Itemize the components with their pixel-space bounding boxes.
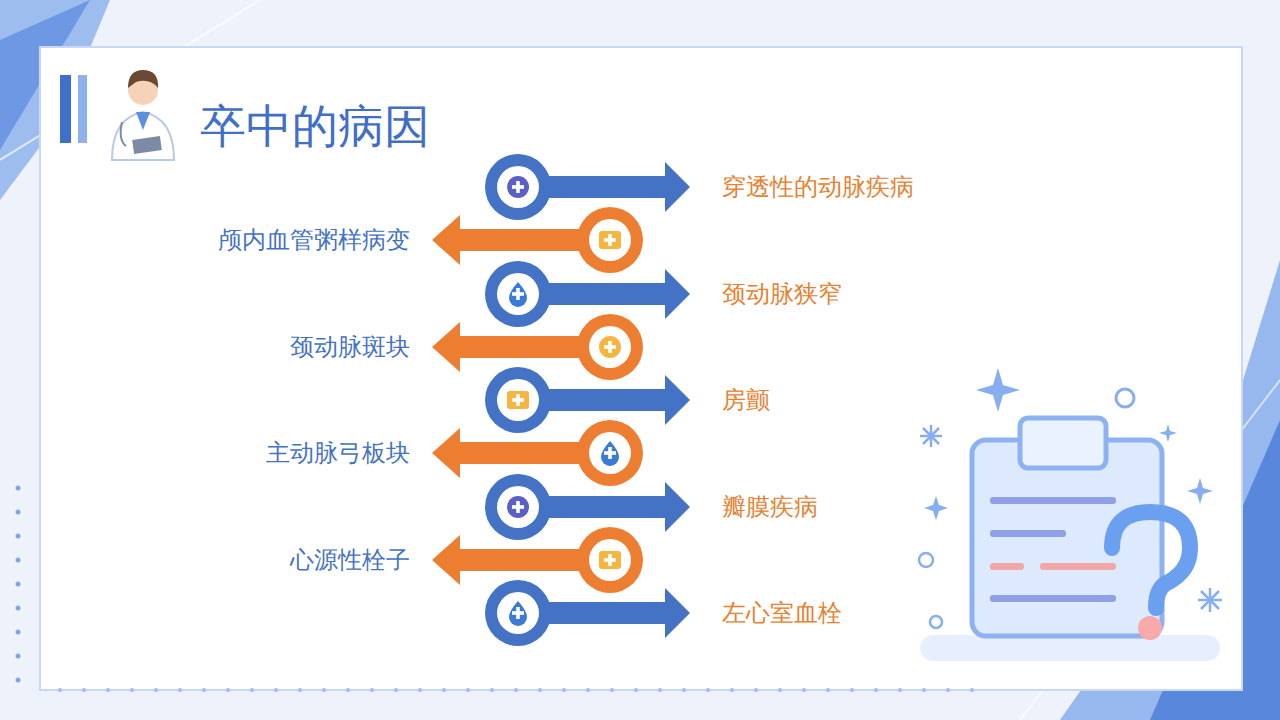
cause-label: 穿透性的动脉疾病 — [722, 172, 914, 202]
cause-label: 房颤 — [722, 385, 770, 415]
icon — [509, 601, 527, 626]
cause-arrow: 颈动脉狭窄 — [484, 259, 1044, 329]
dots — [16, 486, 21, 683]
icon — [507, 176, 529, 198]
icon — [507, 391, 529, 409]
cause-arrow: 主动脉弓板块 — [150, 418, 650, 488]
icon — [601, 441, 619, 466]
cause-label: 左心室血栓 — [722, 598, 842, 628]
card — [40, 47, 1242, 690]
cause-label: 瓣膜疾病 — [722, 492, 818, 522]
cause-arrow: 心源性栓子 — [150, 525, 650, 595]
doctor-illustration — [112, 70, 174, 160]
cause-label: 心源性栓子 — [290, 545, 410, 575]
icon — [507, 496, 529, 518]
cause-arrow: 房颤 — [484, 365, 1044, 435]
cause-arrow: 颈动脉斑块 — [150, 312, 650, 382]
cause-label: 颈动脉斑块 — [290, 332, 410, 362]
cause-label: 颈动脉狭窄 — [722, 279, 842, 309]
dots — [58, 688, 974, 692]
icon — [509, 282, 527, 307]
title: 卒中的病因 — [200, 96, 430, 156]
icon — [599, 551, 621, 569]
cause-arrow: 穿透性的动脉疾病 — [484, 152, 1044, 222]
icon — [599, 336, 621, 358]
cause-label: 颅内血管粥样病变 — [218, 225, 410, 255]
cause-arrow: 左心室血栓 — [484, 578, 1044, 648]
cause-label: 主动脉弓板块 — [266, 438, 410, 468]
icon — [599, 231, 621, 249]
cause-arrow: 瓣膜疾病 — [484, 472, 1044, 542]
header-bar — [78, 75, 87, 143]
clipboard-illustration — [919, 368, 1222, 661]
header-bar — [60, 75, 71, 143]
cause-arrow: 颅内血管粥样病变 — [150, 205, 650, 275]
